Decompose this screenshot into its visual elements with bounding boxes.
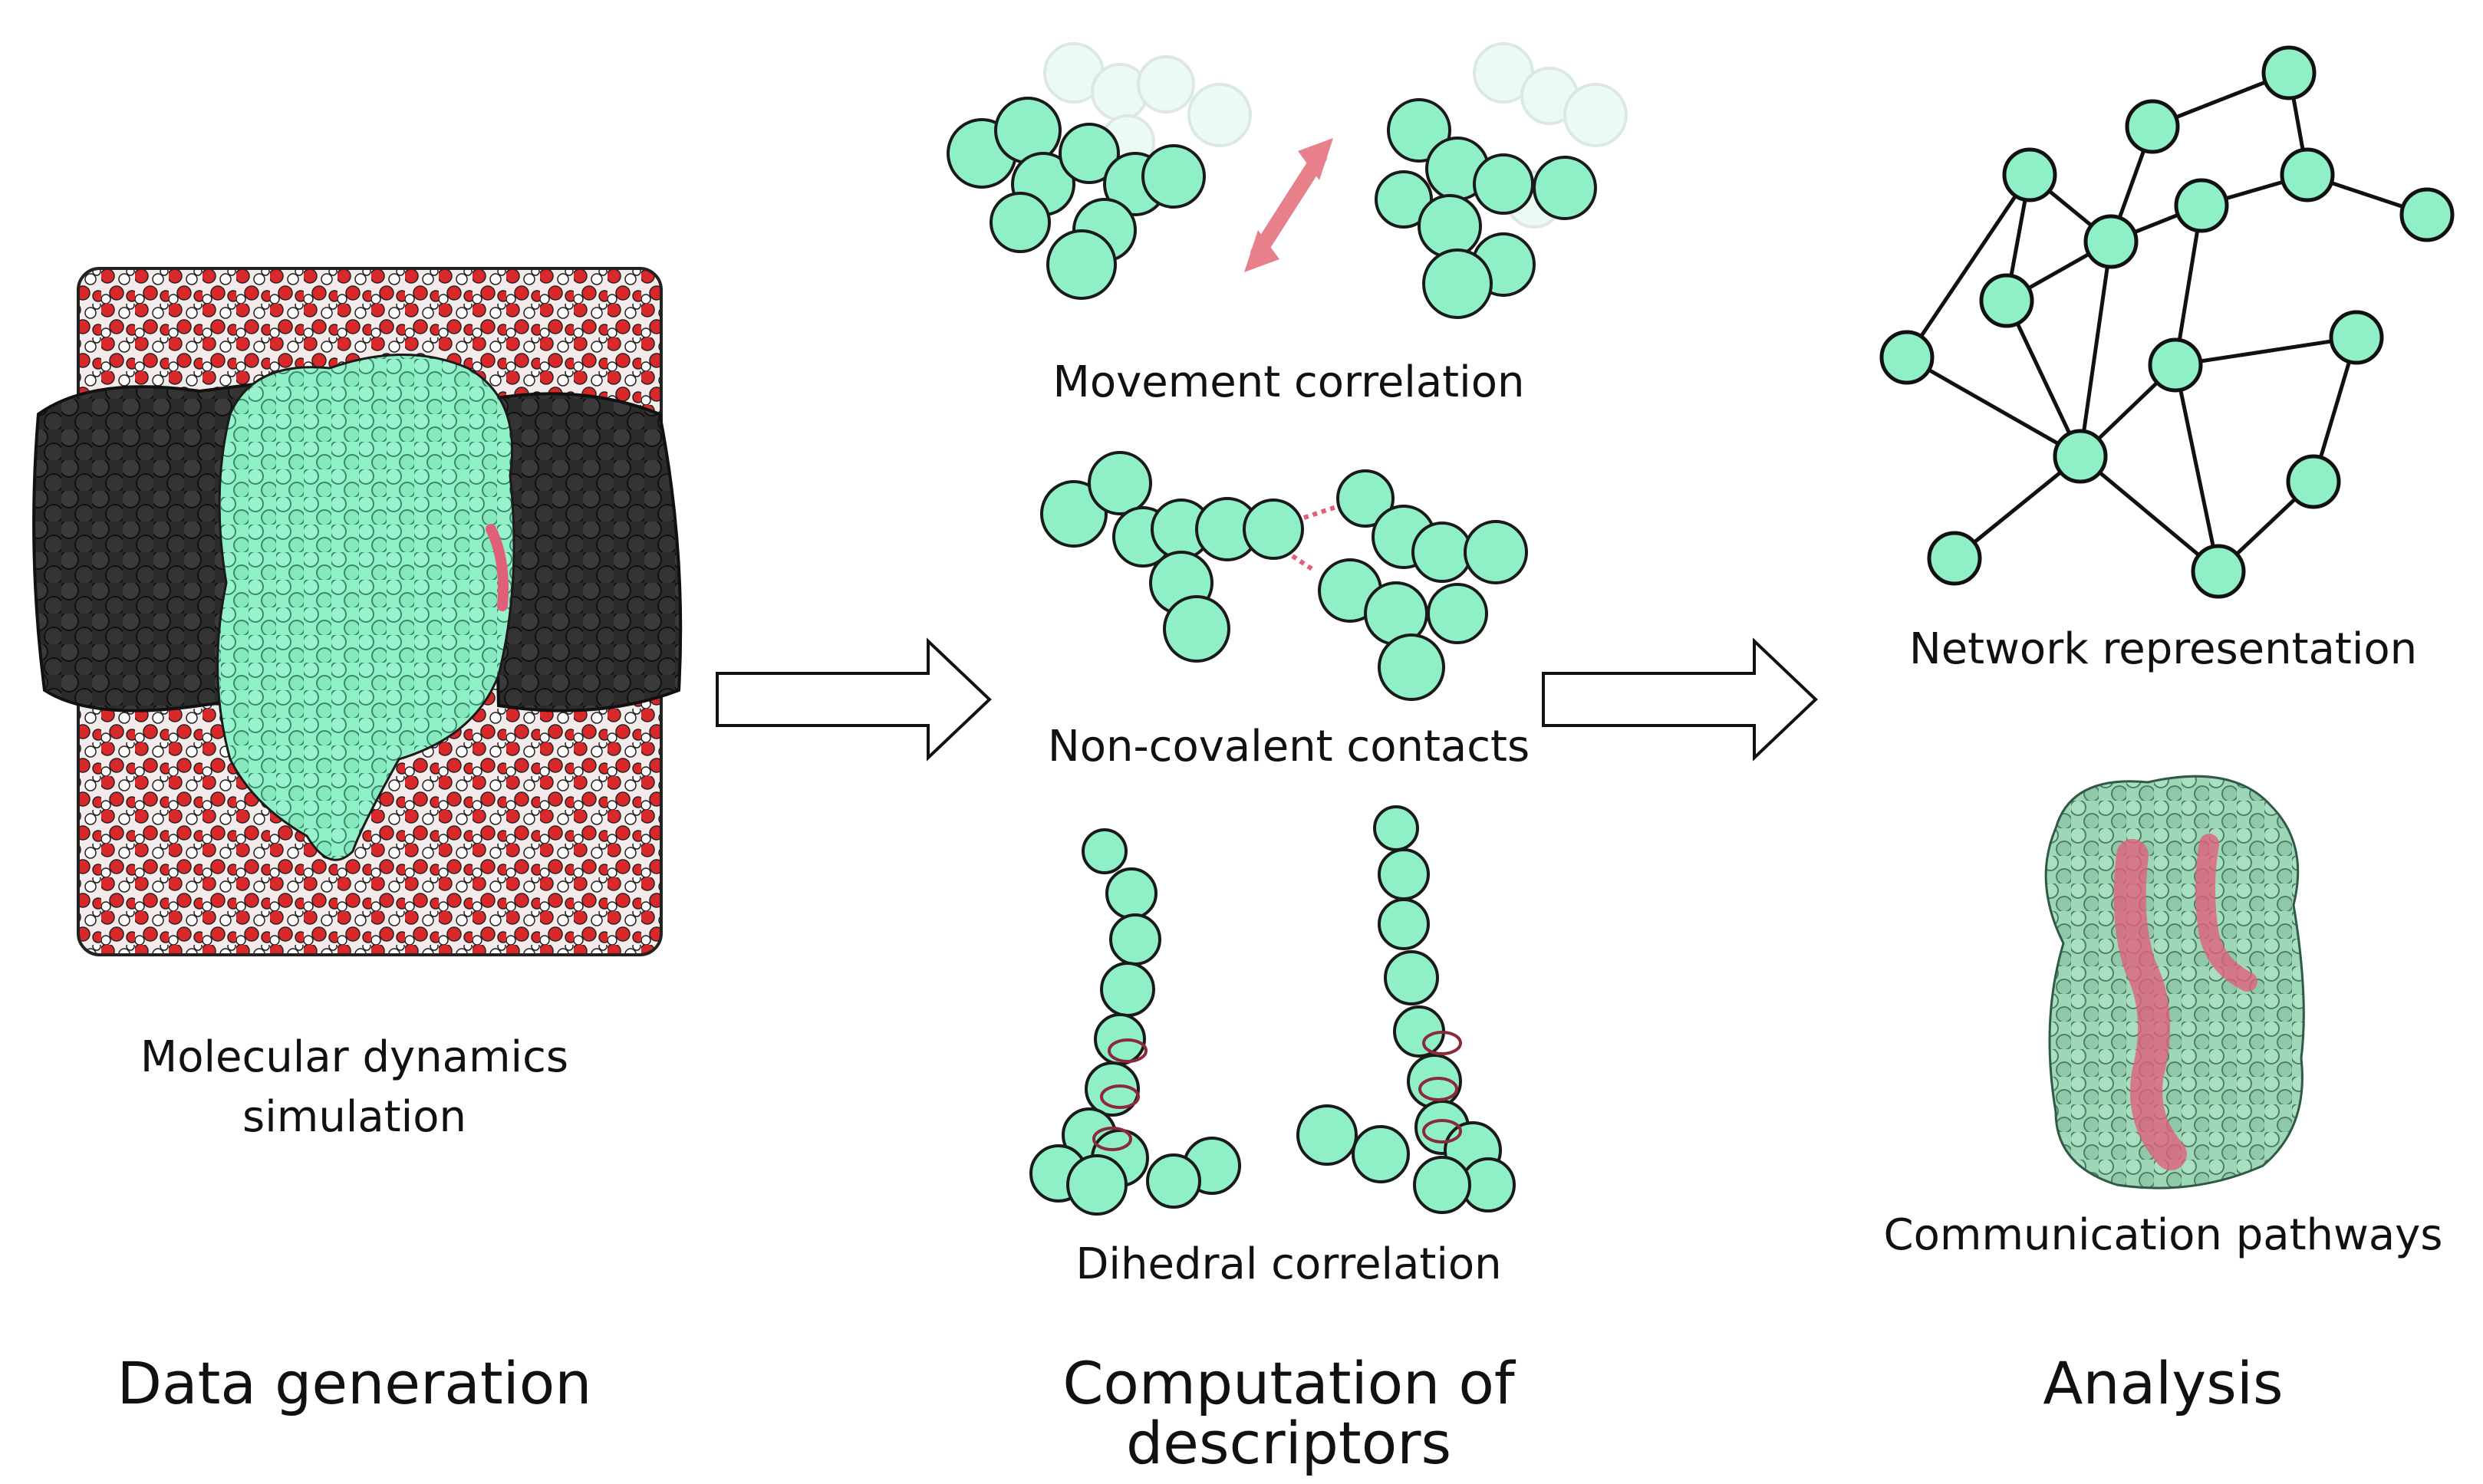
communication-pathways-label: Communication pathways	[1883, 1210, 2443, 1260]
non-covalent-contacts-label: Non-covalent contacts	[1047, 722, 1530, 772]
right-arrow-icon	[716, 637, 992, 762]
md-caption-line1: Molecular dynamics	[140, 1032, 569, 1082]
analysis-heading: Analysis	[2043, 1349, 2284, 1417]
movement-correlation-label: Movement correlation	[1052, 357, 1525, 407]
dihedral-correlation-illustration	[1029, 805, 1516, 1216]
protein-pathways-icon	[2044, 775, 2305, 1190]
network-graph-icon	[1879, 45, 2455, 599]
dihedral-correlation-label: Dihedral correlation	[1075, 1239, 1502, 1289]
data-generation-heading: Data generation	[117, 1349, 592, 1417]
md-caption-line2: simulation	[242, 1092, 466, 1142]
md-simulation-box-icon	[32, 267, 683, 956]
movement-correlation-illustration	[947, 42, 1628, 319]
computation-heading-line1: Computation of	[1062, 1349, 1515, 1417]
computation-heading-line2: descriptors	[1125, 1409, 1452, 1477]
non-covalent-contacts-illustration	[1040, 451, 1528, 701]
network-representation-label: Network representation	[1908, 624, 2418, 674]
right-arrow-icon	[1542, 637, 1818, 762]
